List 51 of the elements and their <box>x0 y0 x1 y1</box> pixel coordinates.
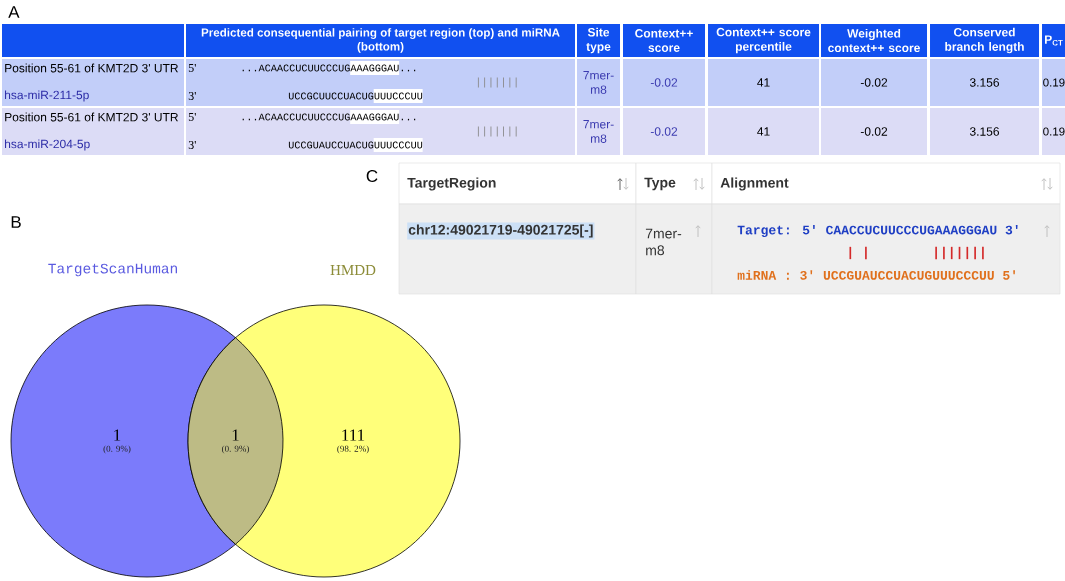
panel-letter: B <box>11 216 21 228</box>
pairing-marks: ||||||| <box>935 246 984 260</box>
count-label: 1 <box>232 429 239 441</box>
column-header: P$_{CT}$ <box>1042 24 1065 57</box>
position-text: Position 55-61 of KMT2D 3' UTR <box>5 63 178 73</box>
position-text: Position 55-61 of KMT2D 3' UTR <box>5 112 178 122</box>
count-label: 111 <box>342 429 365 441</box>
mirna-name: hsa-miR-211-5p <box>5 90 89 102</box>
percent-label: (0. 9%) <box>222 445 249 454</box>
table-cell: -0.02 <box>821 59 927 106</box>
set-label: TargetScanHuman <box>48 263 177 277</box>
column-header: Weighted context++ score <box>821 24 927 57</box>
alignment-line: miRNA : 3' UCCGUAUCCUACUGUUUCCCUU 5' <box>737 270 1015 280</box>
table-cell: 7mer-m8 <box>577 108 620 155</box>
pairing-marks: ||||||| <box>477 77 517 88</box>
table-cell: 41 <box>708 59 819 106</box>
table-cell: -0.02 <box>623 108 705 155</box>
column-header: Predicted consequential pairing of target region (top) and miRNA (bottom) <box>186 24 575 57</box>
column-header: Context++ score percentile <box>708 24 819 57</box>
strand-end-label: 3' <box>188 140 196 149</box>
table-cell: 7mer-m8 <box>577 59 620 106</box>
table-cell: 3.156 <box>930 59 1039 106</box>
column-header: Conserved branch length <box>930 24 1039 57</box>
panel-letter: A <box>8 6 20 18</box>
table-cell: 7mer-m8 <box>635 203 713 295</box>
percent-label: (98. 2%) <box>337 445 369 454</box>
sequence-text: ...ACAACCUCUUCCCUGAAAGGGAU... <box>242 61 416 75</box>
sequence-text: UCCGUAUCCUACUGUUUCCCUU <box>288 138 423 152</box>
table-cell: 0.19 <box>1042 108 1065 155</box>
table-cell: 0.19 <box>1042 59 1065 106</box>
table-cell: 41 <box>708 108 819 155</box>
mirna-name: hsa-miR-204-5p <box>5 139 90 151</box>
table-cell: -0.02 <box>821 108 927 155</box>
pairing-marks: | | <box>849 246 867 260</box>
alignment-line: Target: 5' CAACCUCUUCCCUGAAAGGGAU 3' <box>737 224 1018 238</box>
column-header: Context++ score <box>623 24 705 57</box>
panel-letter: C <box>366 169 378 182</box>
selected-text: chr12:49021719-49021725[-] <box>407 222 595 240</box>
column-header: Site type <box>577 24 620 57</box>
count-label: 1 <box>114 429 121 441</box>
set-label: HMDD <box>330 265 376 275</box>
table-cell: 3.156 <box>930 108 1039 155</box>
strand-end-label: 3' <box>188 91 196 100</box>
column-header: Type <box>635 162 713 205</box>
strand-end-label: 5' <box>188 64 196 72</box>
percent-label: (0. 9%) <box>103 445 131 454</box>
sequence-text: ...ACAACCUCUUCCCUGAAAGGGAU... <box>242 110 416 124</box>
table-cell: -0.02 <box>623 59 705 106</box>
pairing-marks: ||||||| <box>477 126 517 137</box>
sequence-text: UCCGCUUCCUACUGUUUCCCUU <box>288 89 423 103</box>
strand-end-label: 5' <box>188 113 196 121</box>
